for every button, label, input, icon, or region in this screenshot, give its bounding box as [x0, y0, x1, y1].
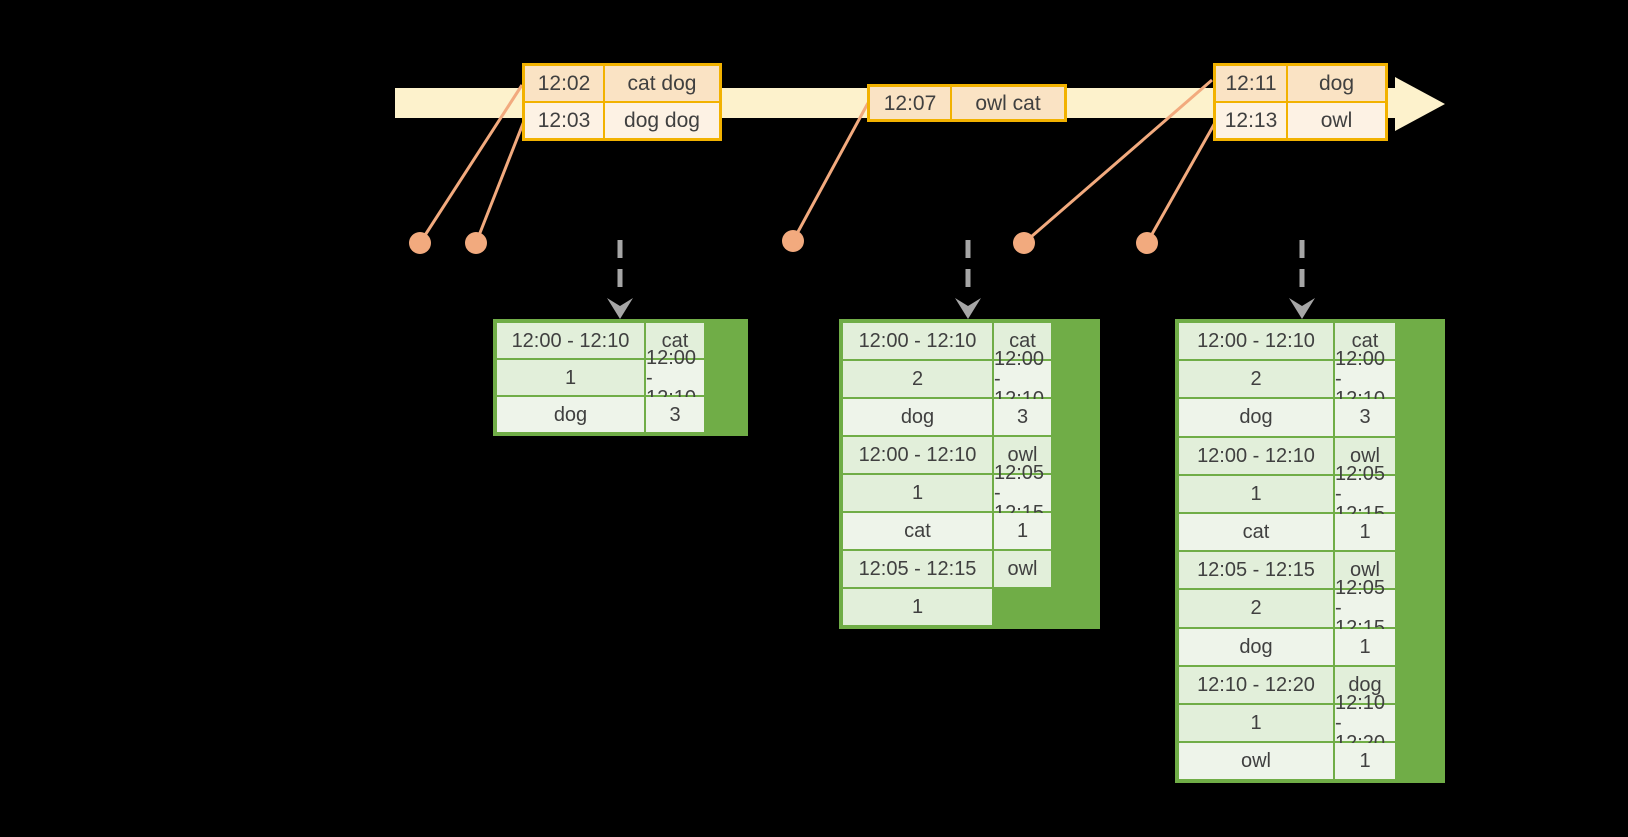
connector-line-12-03 [474, 120, 526, 244]
result-cell: cat [646, 323, 704, 358]
result-cell: dog [497, 397, 644, 432]
result-cell: dog [843, 399, 992, 435]
event-dot-icon [465, 232, 487, 254]
result-cell: 12:10 - 12:20 [1335, 693, 1395, 753]
trigger-arrows [607, 240, 1315, 319]
result-cell: 12:00 - 12:10 [1179, 437, 1333, 474]
result-cell: owl [1335, 552, 1395, 589]
event-cell: 12:11 [1216, 66, 1286, 101]
result-cell: owl [994, 437, 1051, 473]
result-cell: 2 [1179, 361, 1333, 398]
event-cell: 12:13 [1216, 103, 1286, 138]
result-cell: cat [1179, 513, 1333, 551]
result-cell: 12:00 - 12:10 [497, 323, 644, 358]
event-cell: owl cat [952, 87, 1064, 119]
result-cell: 3 [1335, 399, 1395, 436]
event-dot-icon [1136, 232, 1158, 254]
connector-line-12-07 [791, 102, 870, 242]
event-cell: 12:02 [525, 66, 603, 101]
result-cell: 12:00 - 12:10 [646, 348, 704, 408]
event-dot-icon [782, 230, 804, 252]
result-cell: 1 [994, 513, 1051, 549]
result-cell: 2 [843, 361, 992, 397]
connector-line-12-13 [1145, 120, 1218, 244]
result-cell: 3 [994, 399, 1051, 435]
result-cell: owl [994, 551, 1051, 587]
event-dot-icon [409, 232, 431, 254]
result-cell: 12:05 - 12:15 [1179, 552, 1333, 589]
event-dot-icon [1013, 232, 1035, 254]
result-cell: 12:00 - 12:10 [843, 437, 992, 473]
connector-line-12-11 [1023, 78, 1213, 245]
result-cell: dog [1335, 666, 1395, 703]
result-cell: 1 [497, 360, 644, 395]
result-cell: 1 [1179, 475, 1333, 512]
result-cell: dog [1179, 399, 1333, 436]
event-cell: owl [1288, 103, 1385, 138]
result-cell: 1 [843, 589, 992, 625]
result-cell: 1 [1335, 513, 1395, 551]
event-markers [409, 230, 1158, 254]
result-cell: owl [1179, 743, 1333, 780]
result-cell: 12:00 - 12:10 [1179, 323, 1333, 360]
result-cell: dog [1179, 628, 1333, 665]
result-cell: 12:05 - 12:15 [843, 551, 992, 587]
result-cell: 12:00 - 12:10 [994, 349, 1051, 409]
event-cell: cat dog [605, 66, 719, 101]
result-cell: 12:05 - 12:15 [994, 463, 1051, 523]
result-cell: 3 [646, 397, 704, 432]
trigger-arrowhead-icon [607, 298, 633, 319]
result-cell: 12:00 - 12:10 [843, 323, 992, 359]
timeline-arrowhead-icon [1395, 77, 1445, 131]
result-cell: 1 [843, 475, 992, 511]
result-cell: 1 [1335, 743, 1395, 780]
trigger-arrowhead-icon [1289, 298, 1315, 319]
event-cell: dog [1288, 66, 1385, 101]
event-cell: 12:03 [525, 103, 603, 138]
result-cell: cat [1335, 323, 1395, 360]
trigger-arrowhead-icon [955, 298, 981, 319]
result-cell: 1 [1179, 704, 1333, 742]
result-cell: 2 [1179, 590, 1333, 627]
connector-line-12-02 [418, 84, 524, 244]
event-cell: 12:07 [870, 87, 950, 119]
result-cell: 12:05 - 12:15 [1335, 464, 1395, 524]
result-table-1: 12:00 - 12:10cat112:00 - 12:10dog3 [493, 319, 748, 436]
result-cell: owl [1335, 437, 1395, 474]
result-cell: cat [843, 513, 992, 549]
result-cell: cat [994, 323, 1051, 359]
event-connectors [418, 78, 1218, 245]
result-cell: 12:10 - 12:20 [1179, 666, 1333, 703]
result-cell: 12:00 - 12:10 [1335, 349, 1395, 409]
result-cell: 1 [1335, 628, 1395, 665]
event-cell: dog dog [605, 103, 719, 138]
result-cell: 12:05 - 12:15 [1335, 578, 1395, 638]
